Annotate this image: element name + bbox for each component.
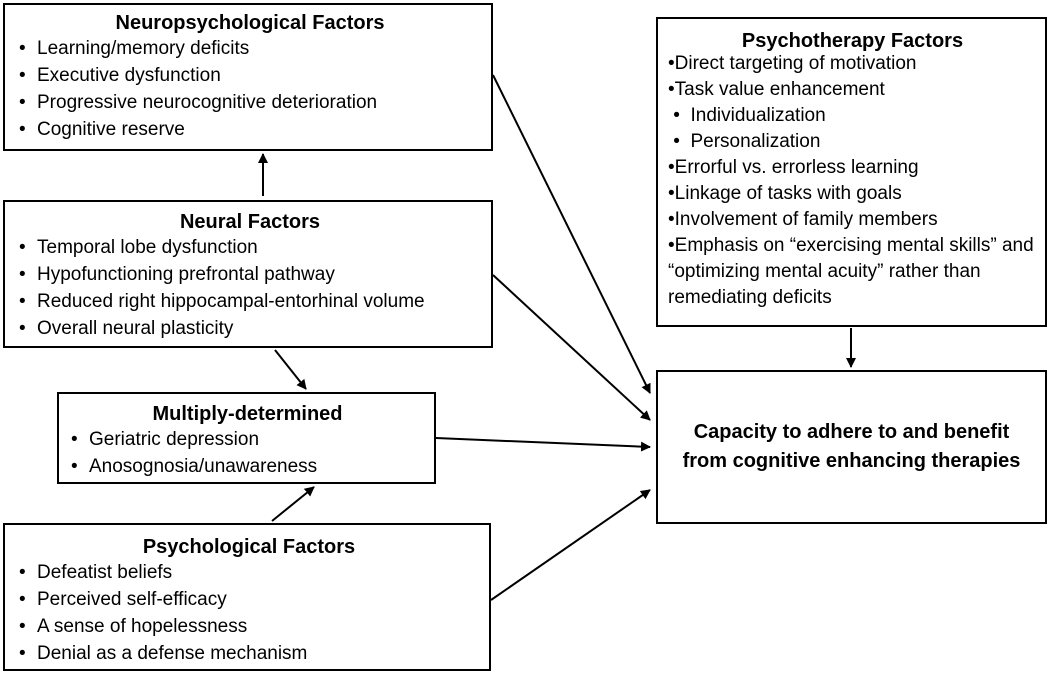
psychotherapy-factors-box: Psychotherapy Factors •Direct targeting … <box>656 17 1047 327</box>
bullet-icon: • <box>19 291 26 312</box>
bullet-icon: • <box>19 237 26 258</box>
list-item: •Progressive neurocognitive deterioratio… <box>19 89 481 116</box>
bullet-icon: • <box>19 264 26 285</box>
list-item: •Linkage of tasks with goals <box>668 183 902 204</box>
list-item: •Temporal lobe dysfunction <box>19 234 481 261</box>
list-item: •Involvement of family members <box>668 209 938 230</box>
arrow-neural-to-outcome <box>492 274 651 421</box>
bullet-icon: • <box>19 643 26 664</box>
multiply-determined-list: •Geriatric depression •Anosognosia/unawa… <box>71 426 424 480</box>
psychological-factors-title: Psychological Factors <box>142 536 356 558</box>
psychological-factors-list: •Defeatist beliefs •Perceived self-effic… <box>19 559 479 667</box>
bullet-icon: • <box>19 318 26 339</box>
list-item: •Emphasis on “exercising mental skills” … <box>668 235 1034 308</box>
bullet-icon: • <box>19 92 26 113</box>
list-item: •Geriatric depression <box>71 426 424 453</box>
list-item: • Individualization <box>668 105 826 126</box>
list-item: •Overall neural plasticity <box>19 315 481 342</box>
psychological-factors-box: Psychological Factors •Defeatist beliefs… <box>3 523 491 671</box>
list-item: •Anosognosia/unawareness <box>71 453 424 480</box>
list-item: •Errorful vs. errorless learning <box>668 157 919 178</box>
outcome-box: Capacity to adhere to and benefit from c… <box>656 370 1047 524</box>
list-item: •Direct targeting of motivation <box>668 53 917 74</box>
list-item: •Perceived self-efficacy <box>19 586 479 613</box>
psychotherapy-factors-title: Psychotherapy Factors <box>741 30 964 52</box>
list-item: •Reduced right hippocampal-entorhinal vo… <box>19 288 481 315</box>
list-item: •Hypofunctioning prefrontal pathway <box>19 261 481 288</box>
list-item: •Executive dysfunction <box>19 62 481 89</box>
arrow-psychological-to-outcome <box>490 489 651 601</box>
psychotherapy-factors-list: •Direct targeting of motivation •Task va… <box>668 51 1037 311</box>
bullet-icon: • <box>71 456 78 477</box>
bullet-icon: • <box>19 562 26 583</box>
neural-factors-title: Neural Factors <box>179 211 321 233</box>
list-item: •Learning/memory deficits <box>19 35 481 62</box>
arrow-psychological-to-multiply-determined <box>271 486 315 522</box>
list-item: •Task value enhancement <box>668 79 885 100</box>
list-item: •Cognitive reserve <box>19 116 481 143</box>
neuropsychological-factors-title: Neuropsychological Factors <box>115 12 385 34</box>
bullet-icon: • <box>19 589 26 610</box>
arrow-neural-to-multiply-determined <box>274 349 307 390</box>
list-item: •Denial as a defense mechanism <box>19 640 479 667</box>
neural-factors-list: •Temporal lobe dysfunction •Hypofunction… <box>19 234 481 342</box>
bullet-icon: • <box>19 65 26 86</box>
outcome-text: Capacity to adhere to and benefit from c… <box>682 421 1021 472</box>
multiply-determined-box: Multiply-determined •Geriatric depressio… <box>57 392 436 484</box>
neuropsychological-factors-list: •Learning/memory deficits •Executive dys… <box>19 35 481 143</box>
bullet-icon: • <box>19 119 26 140</box>
arrow-multiply-determined-to-outcome <box>435 437 651 452</box>
neural-factors-box: Neural Factors •Temporal lobe dysfunctio… <box>3 200 493 348</box>
multiply-determined-title: Multiply-determined <box>152 403 343 425</box>
bullet-icon: • <box>19 616 26 637</box>
bullet-icon: • <box>71 429 78 450</box>
arrow-neuropsychological-to-outcome <box>492 74 651 394</box>
list-item: • Personalization <box>668 131 821 152</box>
list-item: •A sense of hopelessness <box>19 613 479 640</box>
bullet-icon: • <box>19 38 26 59</box>
neuropsychological-factors-box: Neuropsychological Factors •Learning/mem… <box>3 3 493 151</box>
list-item: •Defeatist beliefs <box>19 559 479 586</box>
